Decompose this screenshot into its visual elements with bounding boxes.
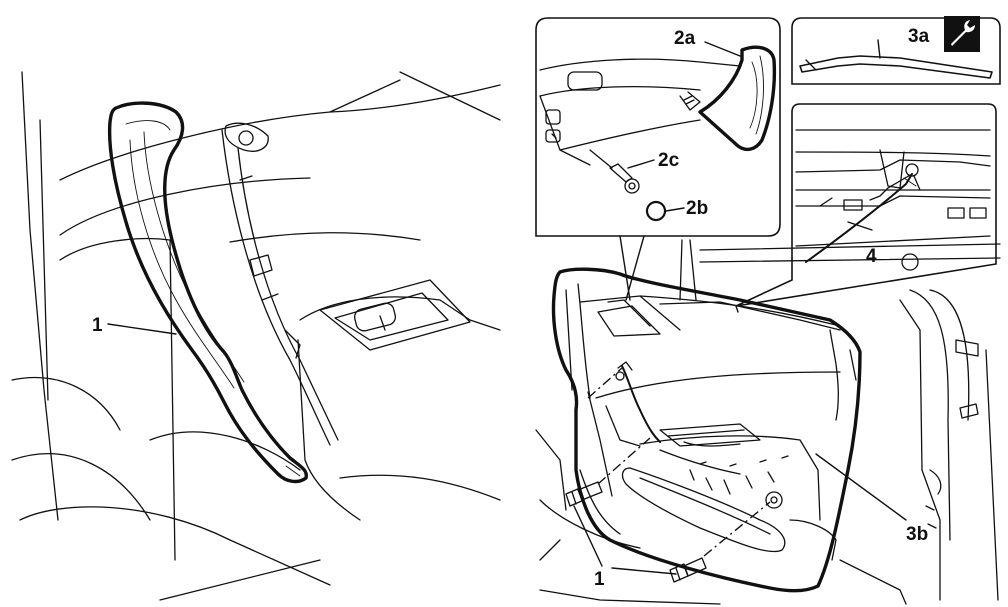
door-trim-panel-3b <box>551 267 862 593</box>
inset-pointer-handle <box>619 235 645 301</box>
screw-2c <box>589 149 640 194</box>
cable-4 <box>805 173 913 263</box>
wrench-icon <box>944 16 980 52</box>
alignment-line-lower-a <box>597 437 651 485</box>
fastener-lower <box>669 557 707 583</box>
fastener-upper <box>565 481 603 507</box>
pillar-trim-1 <box>107 101 308 484</box>
callout-3a: 3a <box>908 26 930 47</box>
cap-2b <box>645 200 667 222</box>
callout-4: 4 <box>866 246 877 267</box>
callout-1-right: 1 <box>594 569 605 590</box>
leader-1-left <box>107 323 177 335</box>
callout-2b: 2b <box>686 198 708 219</box>
inset-cable-drawing <box>795 129 991 271</box>
inset-handle-drawing <box>539 58 741 166</box>
pillar-bracket <box>221 122 339 446</box>
leader-1-right <box>573 505 677 575</box>
release-cable <box>621 365 661 443</box>
callout-1-left: 1 <box>92 315 103 336</box>
left-view: 1 <box>11 71 501 601</box>
door-panel-left <box>297 279 501 521</box>
inset-handle: 2a 2c 2b <box>535 17 781 237</box>
alignment-line-upper <box>587 367 623 399</box>
leader-3b <box>815 453 907 521</box>
car-body-right <box>535 239 1001 605</box>
callout-3b: 3b <box>906 524 928 545</box>
door-panel-details <box>565 283 857 561</box>
inset-tool: 3a <box>791 16 1001 85</box>
inset-pointer-cable <box>735 305 739 313</box>
handle-cover-2a <box>698 45 777 152</box>
alignment-line-lower-b <box>703 501 771 557</box>
callout-2c: 2c <box>658 150 680 171</box>
right-view: 1 3b <box>535 239 1001 605</box>
tool-3a <box>799 55 993 79</box>
inset-cable: 4 <box>735 103 997 307</box>
callout-2a: 2a <box>674 28 696 49</box>
